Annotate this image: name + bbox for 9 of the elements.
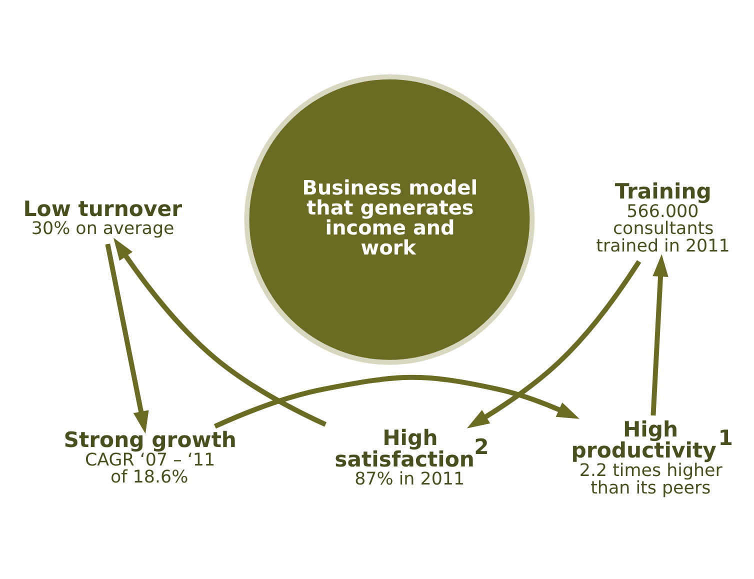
node-text: Training 566.000 consultants trained in 2011 [596,178,730,256]
arrow [113,237,327,426]
arrow [214,374,580,428]
arrow [650,254,668,416]
arrow [466,260,642,428]
arrow [105,243,149,434]
node-text: Strong growth CAGR ‘07 – ‘11 of 18.6% [64,426,237,488]
node-text: Low turnover 30% on average [23,196,182,239]
node-circle: Business model that generates income and work [244,74,535,364]
